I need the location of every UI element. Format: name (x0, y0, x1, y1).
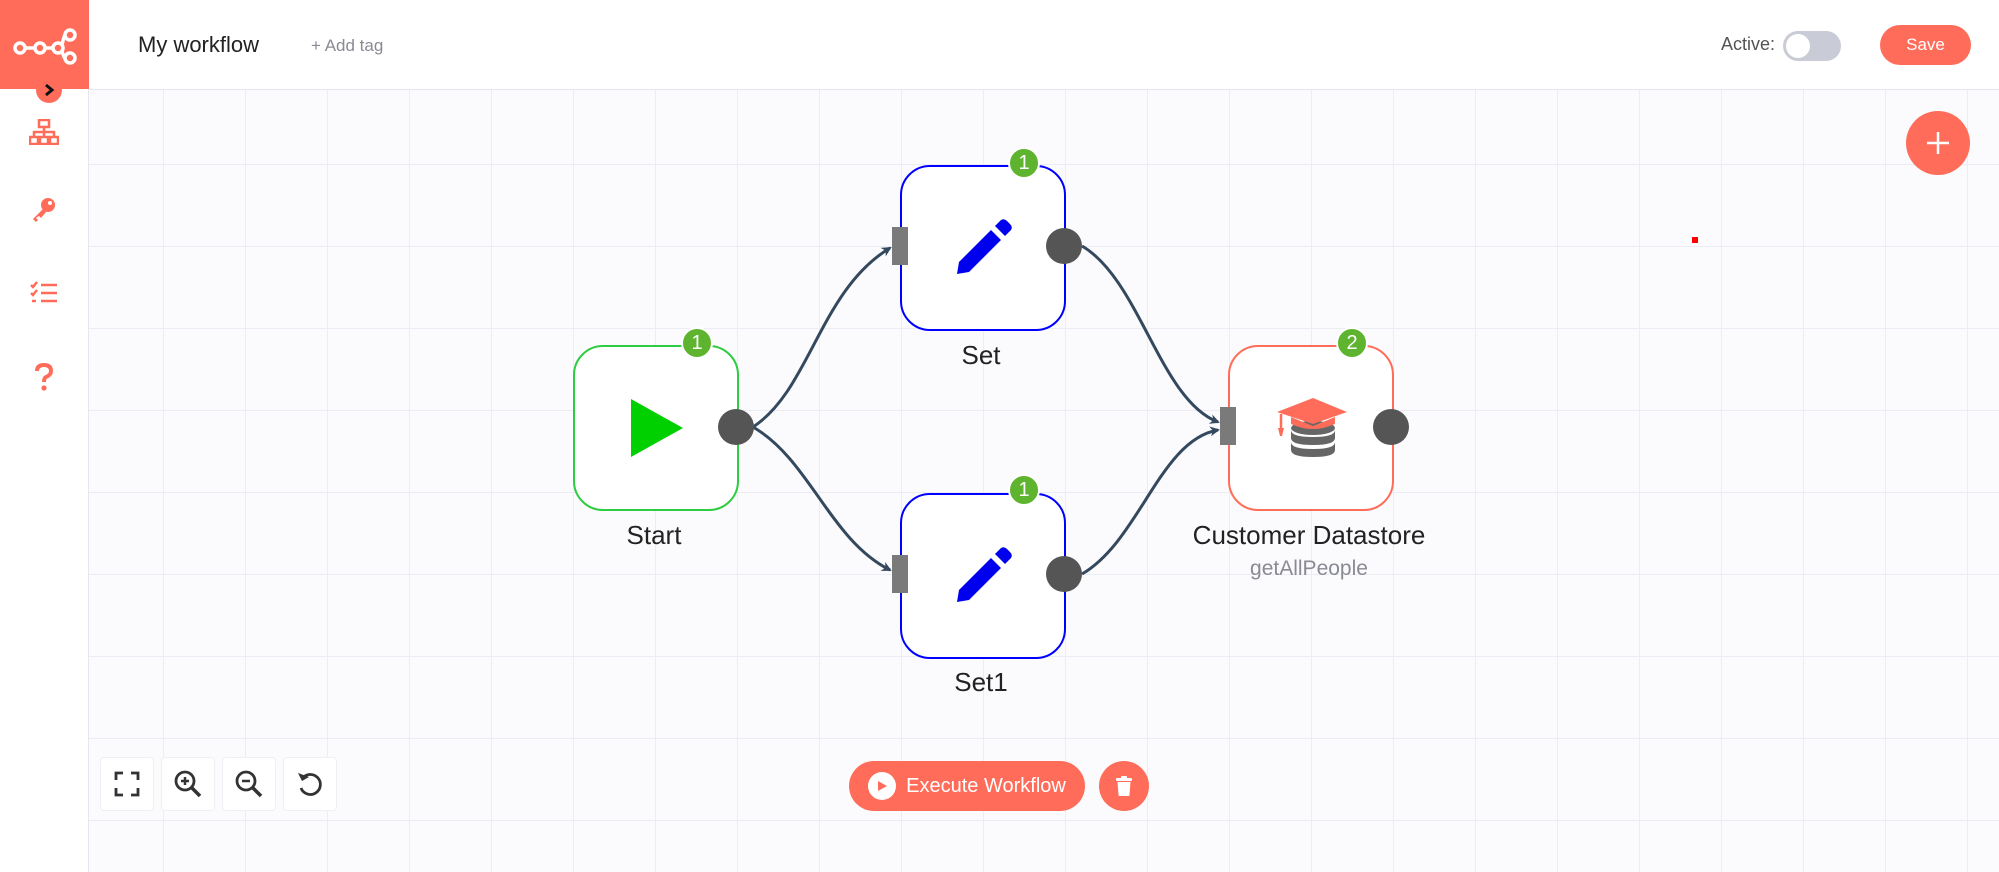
node-customer-datastore[interactable] (1228, 345, 1394, 511)
pencil-icon (957, 547, 1012, 602)
graduation-cap-database-icon (1277, 398, 1347, 457)
node-customer-datastore-input[interactable] (1220, 407, 1236, 445)
connection-start-set1[interactable] (752, 425, 892, 572)
clear-execution-button[interactable] (1099, 761, 1149, 811)
connection-set1-datastore[interactable] (1081, 426, 1220, 576)
tasks-list-icon (30, 281, 57, 303)
node-set-input[interactable] (892, 227, 908, 265)
sidebar (0, 0, 89, 872)
node-customer-datastore-output[interactable] (1373, 409, 1409, 445)
question-icon (35, 363, 54, 391)
node-start-badge: 1 (681, 327, 713, 359)
header-bar: My workflow + Add tag Active: Save (89, 0, 1999, 90)
toggle-knob (1786, 34, 1810, 58)
marker-dot (1692, 237, 1698, 243)
node-set1-label: Set1 (954, 667, 1008, 697)
node-set1-output[interactable] (1046, 556, 1082, 592)
connection-set-datastore[interactable] (1081, 244, 1220, 424)
node-set-label: Set (961, 340, 1001, 370)
fit-view-button[interactable] (100, 757, 154, 811)
node-set[interactable] (900, 165, 1066, 331)
pencil-icon (957, 219, 1012, 274)
connection-start-set[interactable] (752, 246, 892, 429)
key-icon (33, 198, 55, 222)
workflow-name[interactable]: My workflow (138, 32, 260, 57)
sidebar-item-credentials[interactable] (22, 188, 66, 232)
plus-icon (1927, 132, 1949, 154)
node-set-badge: 1 (1008, 147, 1040, 179)
node-start[interactable] (573, 345, 739, 511)
reset-zoom-icon (298, 773, 322, 796)
active-label: Active: (1721, 34, 1776, 54)
trash-icon (1116, 776, 1132, 796)
reset-zoom-button[interactable] (283, 757, 337, 811)
n8n-logo[interactable] (0, 0, 89, 89)
zoom-in-button[interactable] (161, 757, 215, 811)
node-set1-input[interactable] (892, 555, 908, 593)
save-button[interactable]: Save (1880, 25, 1971, 65)
sidebar-item-executions[interactable] (22, 271, 66, 315)
zoom-out-icon (235, 770, 263, 798)
zoom-in-icon (174, 770, 202, 798)
node-set-output[interactable] (1046, 228, 1082, 264)
node-set1-badge: 1 (1008, 474, 1040, 506)
add-node-button[interactable] (1906, 111, 1970, 175)
play-circle-icon (868, 772, 897, 800)
node-customer-datastore-label: Customer Datastore (1192, 520, 1426, 550)
node-start-label: Start (626, 520, 682, 550)
execute-workflow-button[interactable]: Execute Workflow (849, 761, 1085, 811)
sidebar-item-workflows[interactable] (22, 110, 66, 154)
active-toggle[interactable] (1783, 31, 1841, 61)
expand-sidebar-button[interactable] (36, 77, 62, 103)
play-icon (631, 399, 683, 457)
sidebar-item-help[interactable] (22, 355, 66, 399)
sitemap-icon (29, 119, 59, 145)
n8n-logo-icon (13, 28, 77, 65)
execute-workflow-label: Execute Workflow (906, 774, 1066, 797)
node-start-output[interactable] (718, 409, 754, 445)
node-set1[interactable] (900, 493, 1066, 659)
chevron-right-icon (45, 83, 55, 97)
node-customer-datastore-badge: 2 (1336, 327, 1368, 359)
fit-view-icon (114, 771, 140, 797)
add-tag-button[interactable]: + Add tag (311, 36, 384, 55)
zoom-out-button[interactable] (222, 757, 276, 811)
node-customer-datastore-subtitle: getAllPeople (1250, 557, 1368, 580)
